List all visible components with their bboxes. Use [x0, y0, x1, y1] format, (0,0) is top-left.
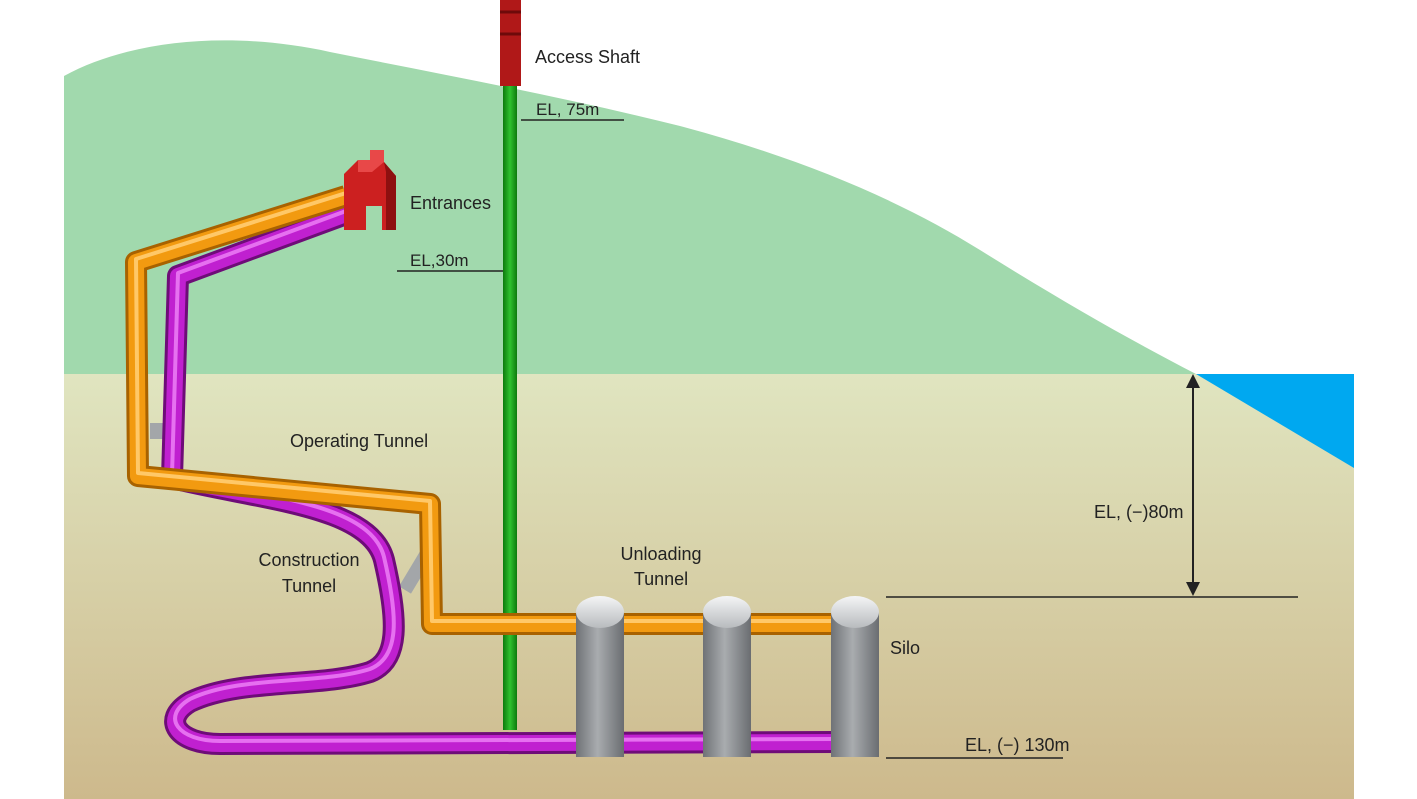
operating-tunnel-highlight	[134, 191, 836, 623]
depth-arrow	[1186, 374, 1200, 596]
el-minus-80-label: EL, (−)80m	[1094, 502, 1184, 522]
silo-3	[831, 596, 879, 757]
access-shaft-label: Access Shaft	[535, 47, 640, 67]
access-shaft	[503, 84, 517, 730]
entrances-label: Entrances	[410, 193, 491, 213]
access-shaft-head	[500, 0, 521, 86]
hill	[64, 40, 1196, 374]
operating-tunnel	[128, 188, 836, 632]
silo-1	[576, 596, 624, 757]
unloading-tunnel-label-line2: Tunnel	[634, 569, 688, 589]
silo-2	[703, 596, 751, 757]
el-minus-130-label: EL, (−) 130m	[965, 735, 1070, 755]
construction-tunnel-label-line1: Construction	[258, 550, 359, 570]
el-75-label: EL, 75m	[536, 100, 599, 119]
construction-tunnel-label-line2: Tunnel	[282, 576, 336, 596]
unloading-tunnel-label-line1: Unloading	[620, 544, 701, 564]
operating-tunnel-label: Operating Tunnel	[290, 431, 428, 451]
sea	[1196, 374, 1354, 468]
silo-label: Silo	[890, 638, 920, 658]
el-30-label: EL,30m	[410, 251, 469, 270]
entrance-structure	[344, 150, 396, 230]
